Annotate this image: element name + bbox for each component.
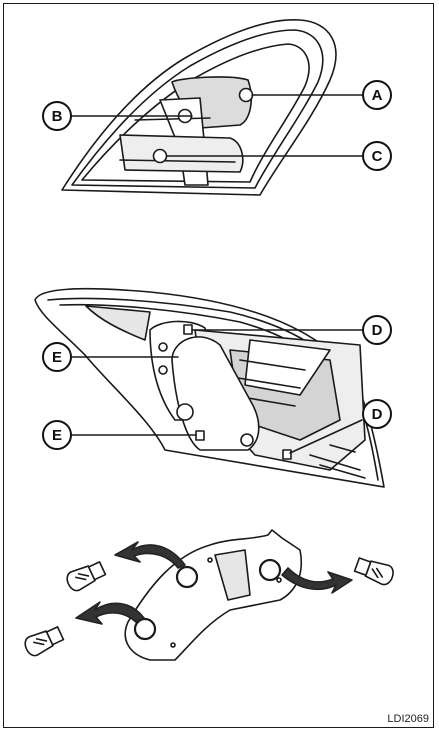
bolt-d-upper [183, 324, 193, 335]
svg-text:E: E [52, 427, 62, 444]
bulb-removal-view [24, 529, 394, 661]
callout-e-bottom: E [42, 420, 72, 450]
lamp-assembly-front-view [61, 19, 363, 196]
bulb-a-socket [238, 87, 254, 103]
callout-c: C [362, 141, 392, 171]
callout-a: A [362, 80, 392, 110]
bulb-c-socket [152, 148, 168, 164]
svg-text:D: D [372, 406, 383, 423]
svg-text:B: B [52, 108, 63, 125]
removal-arrow-right [281, 567, 353, 594]
svg-text:A: A [372, 87, 383, 104]
callout-d-bottom: D [362, 399, 392, 429]
removal-arrow-left-lower [75, 601, 145, 625]
svg-text:E: E [52, 349, 62, 366]
lamp-assembly-rear-view [34, 287, 385, 488]
svg-text:C: C [372, 148, 383, 165]
removal-arrow-left-upper [114, 541, 186, 569]
bulb-icon-lower-left [24, 626, 65, 657]
bolt-d-lower [282, 449, 292, 460]
callout-e-top: E [42, 342, 72, 372]
bolt-e-lower [195, 430, 205, 441]
bulb-icon-upper-left [66, 561, 107, 592]
callout-d-top: D [362, 315, 392, 345]
figure-code: LDI2069 [387, 713, 429, 725]
bulb-icon-right [353, 557, 394, 586]
callout-b: B [42, 101, 72, 131]
svg-text:D: D [372, 322, 383, 339]
